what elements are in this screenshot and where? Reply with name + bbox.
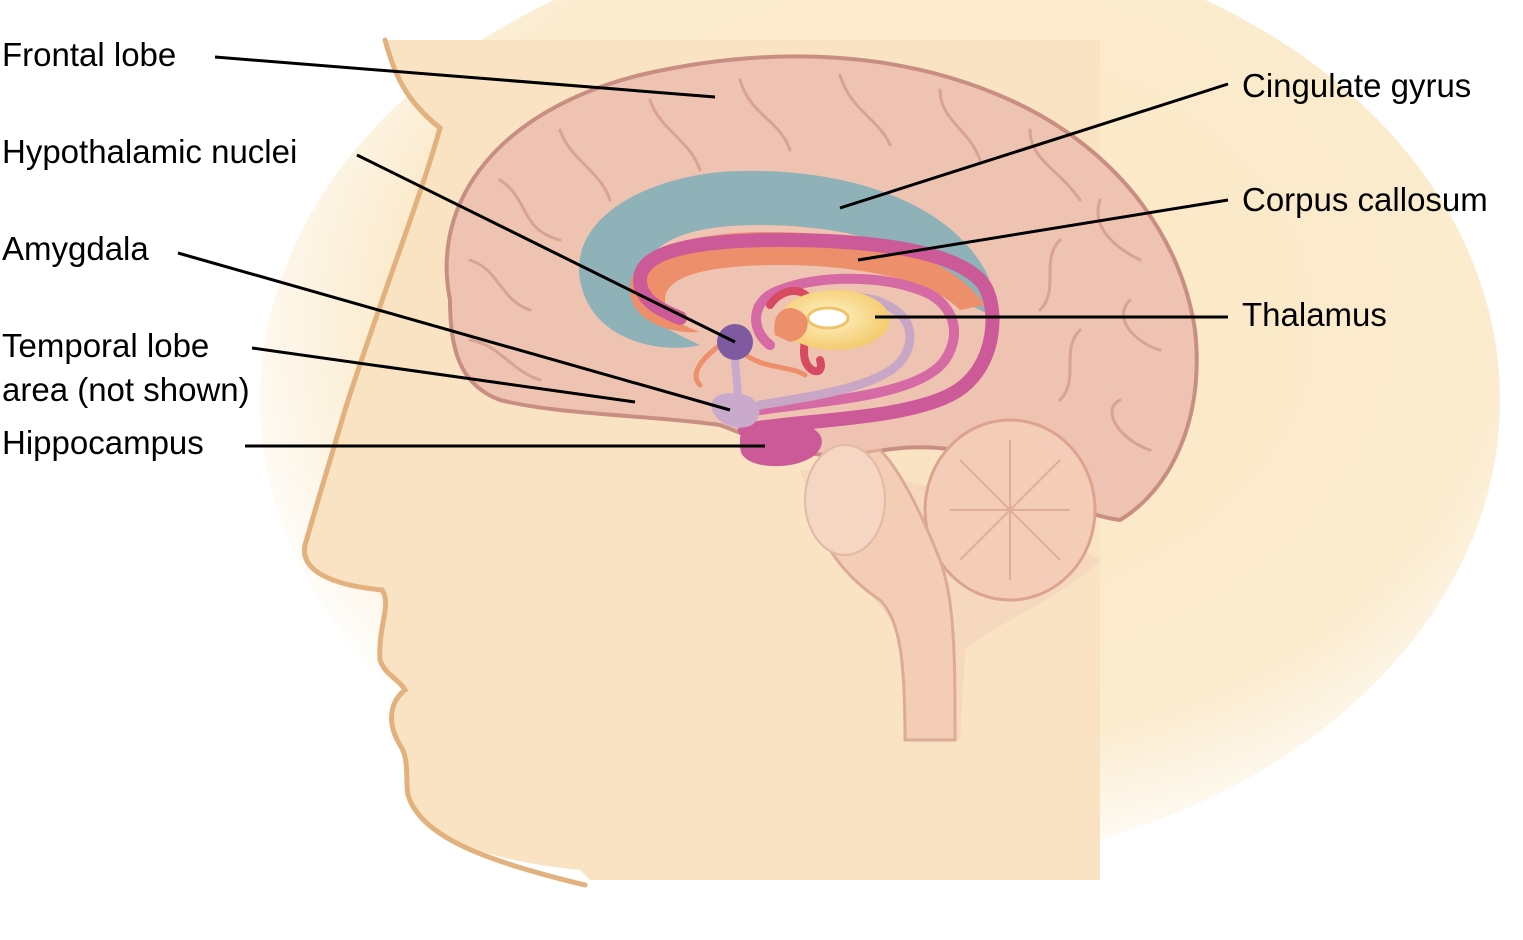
inner-limbic-arc	[751, 273, 959, 415]
cerebrum	[444, 54, 1199, 523]
leader-frontal-lobe	[214, 55, 716, 99]
leader-lines	[177, 55, 1229, 448]
label-cingulate-gyrus: Cingulate gyrus	[1242, 67, 1471, 104]
pons	[804, 444, 886, 556]
corpus-callosum	[630, 232, 985, 333]
cingulate-gyrus	[579, 170, 994, 348]
infundibulum	[731, 356, 742, 399]
leader-temporal-lobe	[251, 346, 636, 404]
leader-amygdala	[177, 251, 731, 412]
leader-cingulate-gyrus	[839, 82, 1229, 210]
limbic-arc	[632, 232, 1000, 437]
label-temporal-lobe-line2: area (not shown)	[2, 371, 250, 408]
septal-area	[774, 307, 808, 342]
cerebellum-folia	[950, 440, 1070, 580]
hippocampus	[740, 421, 822, 467]
leader-hypothalamic-nuclei	[356, 153, 736, 344]
brain-gyri	[468, 73, 1162, 452]
thalamus-highlight	[806, 306, 850, 330]
label-corpus-callosum: Corpus callosum	[1242, 181, 1488, 218]
label-temporal-lobe-line1: Temporal lobe	[2, 327, 209, 364]
face-outline	[302, 37, 588, 888]
label-hypothalamic-nuclei: Hypothalamic nuclei	[2, 133, 297, 170]
label-hippocampus: Hippocampus	[2, 424, 204, 461]
amygdala	[711, 393, 760, 428]
label-thalamus: Thalamus	[1242, 296, 1387, 333]
leader-corpus-callosum	[857, 198, 1229, 262]
label-frontal-lobe: Frontal lobe	[2, 36, 176, 73]
label-amygdala: Amygdala	[2, 230, 149, 267]
labels: Frontal lobe Hypothalamic nuclei Amygdal…	[2, 36, 1488, 461]
